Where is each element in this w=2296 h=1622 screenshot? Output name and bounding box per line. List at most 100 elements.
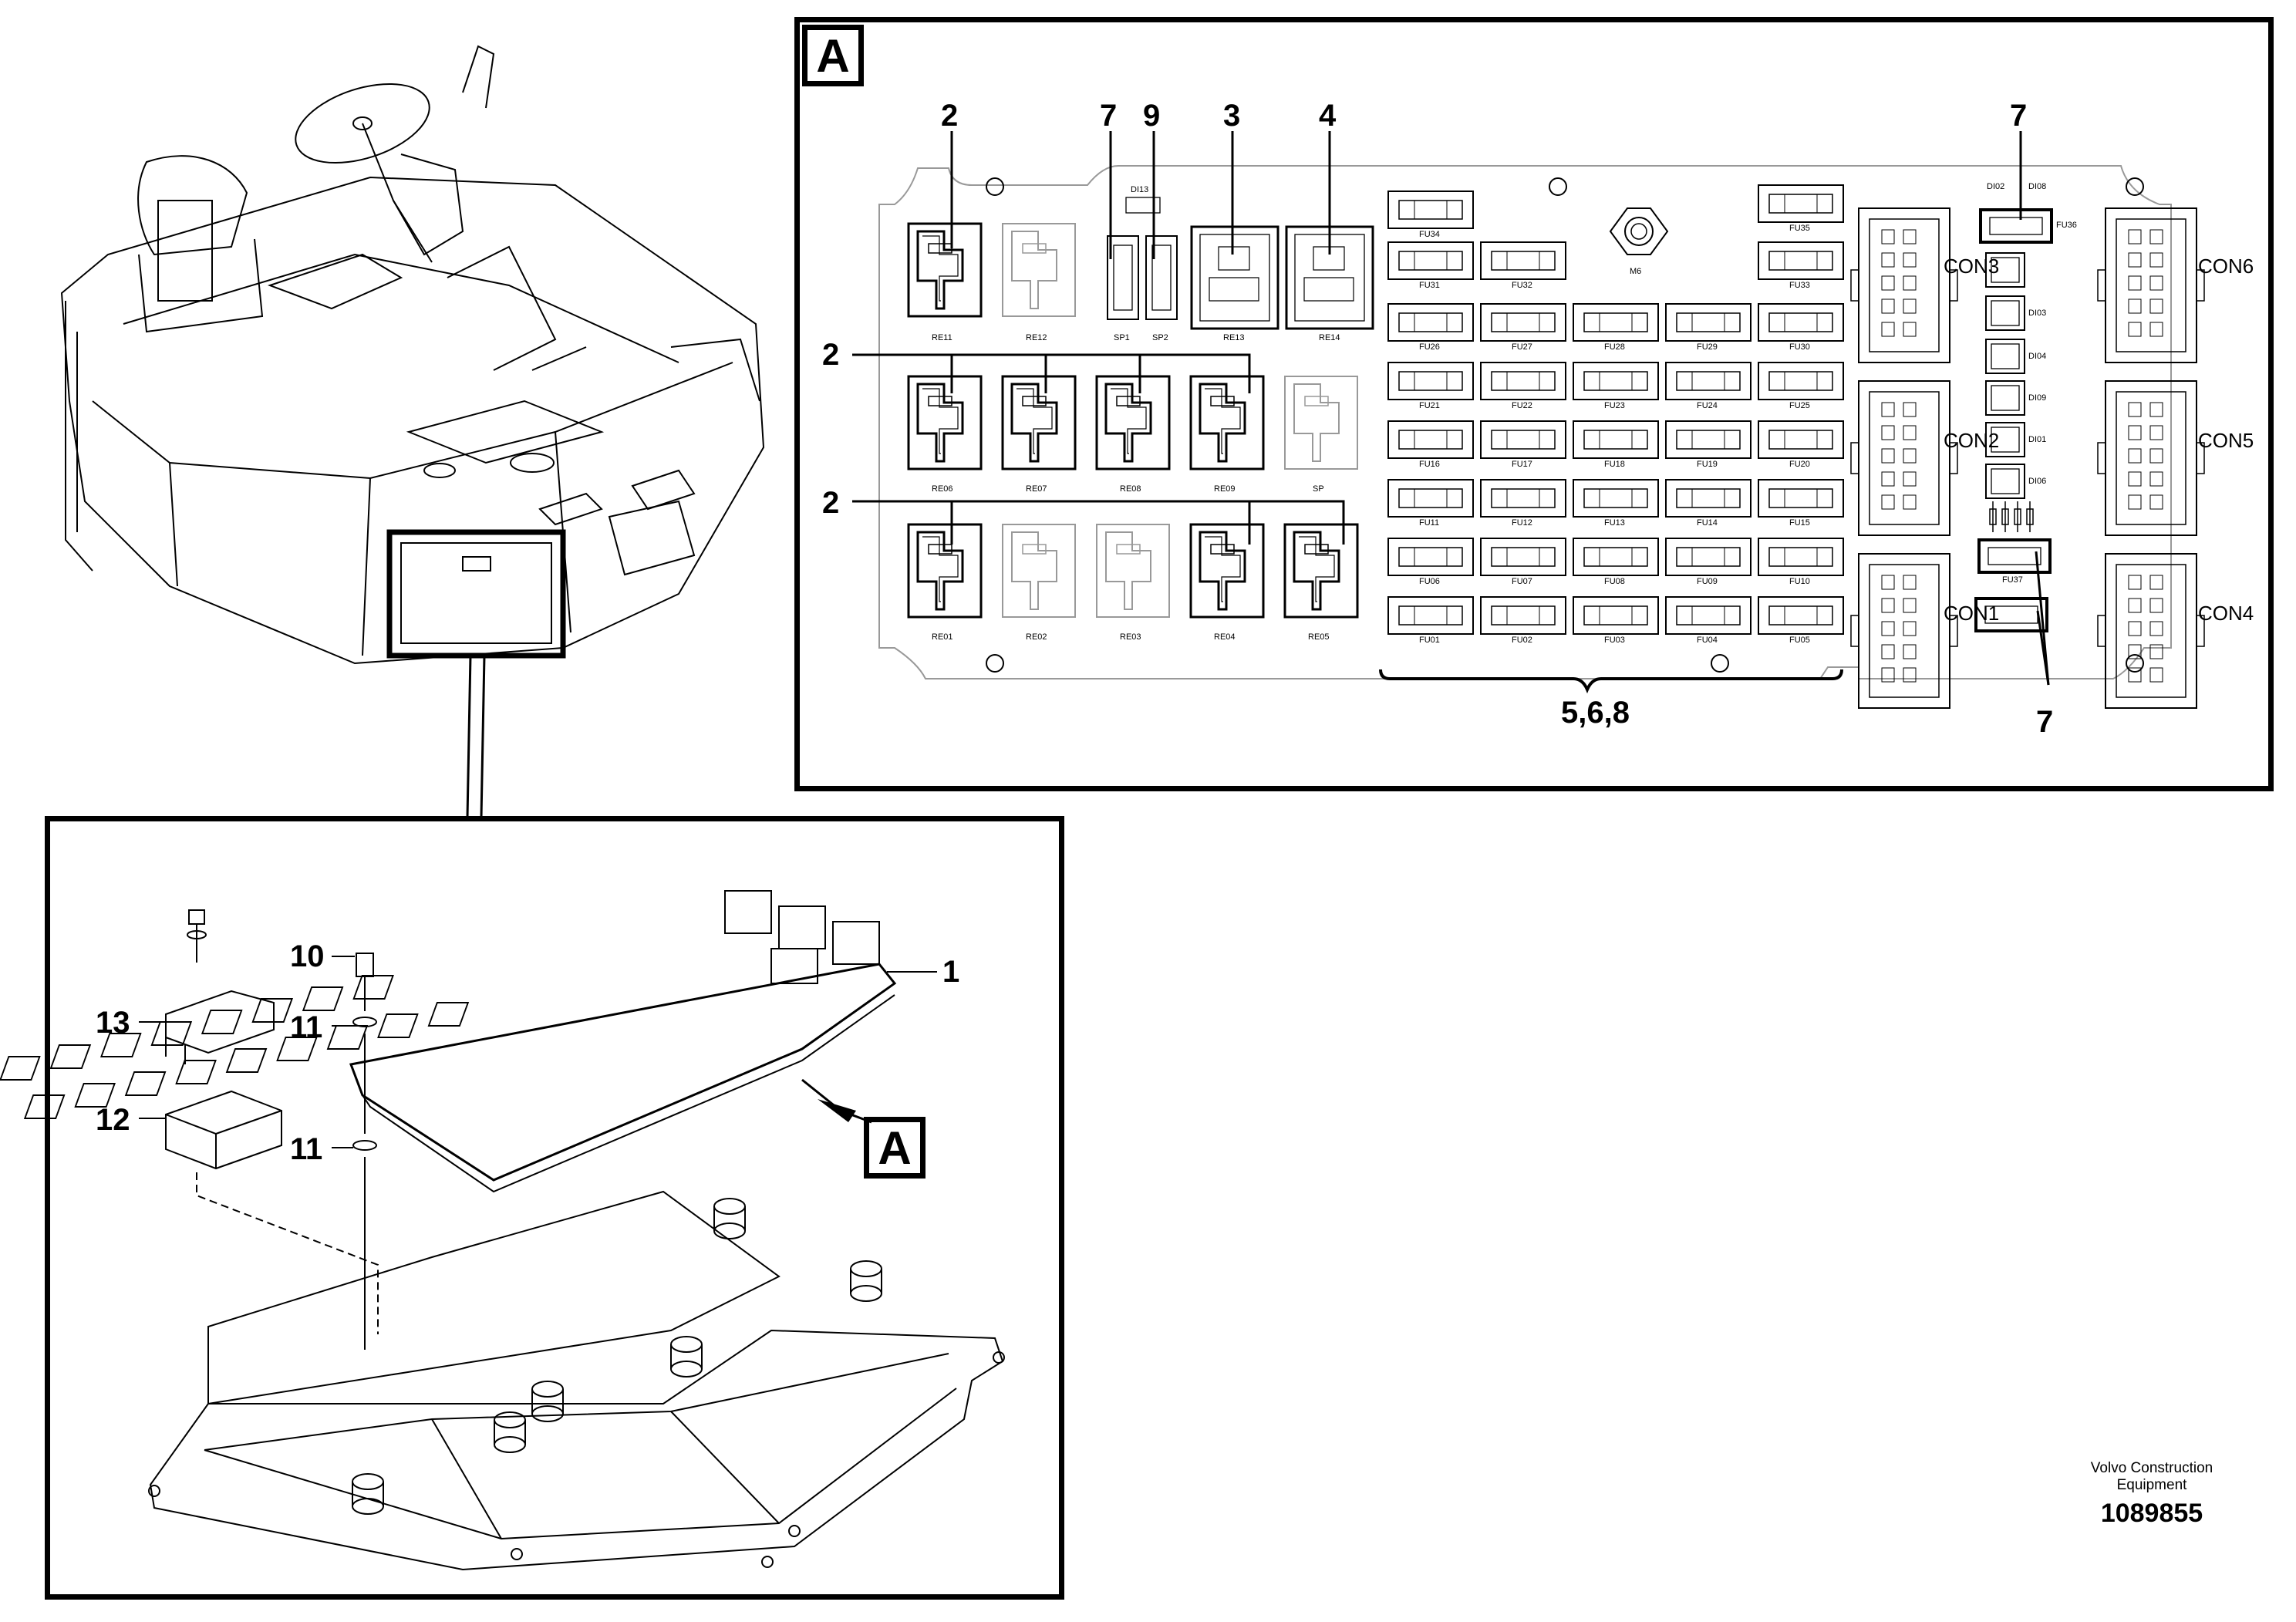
label-di09: DI09 — [2028, 393, 2047, 403]
label-fu10: FU10 — [1789, 577, 1810, 586]
leader-line — [466, 655, 472, 818]
fuse-fu32 — [1480, 241, 1566, 280]
label-fu31: FU31 — [1419, 281, 1440, 290]
fuse-fu11 — [1387, 479, 1474, 518]
fuse-fu35 — [1758, 184, 1844, 223]
callout-1: 1 — [942, 955, 960, 989]
label-con3: CON3 — [1944, 255, 2000, 278]
fuse-fu07 — [1480, 538, 1566, 576]
fuse-fu15 — [1758, 479, 1844, 518]
label-re12: RE12 — [1026, 333, 1047, 342]
exploded-view — [45, 816, 1064, 1600]
label-re09: RE09 — [1214, 484, 1236, 494]
label-fu02: FU02 — [1512, 636, 1532, 645]
fuse-fu34 — [1387, 191, 1474, 229]
figure-number: 1089855 — [2100, 1498, 2203, 1528]
label-sp1: SP1 — [1114, 333, 1130, 342]
label-re08: RE08 — [1120, 484, 1141, 494]
relay-re01 — [907, 523, 983, 619]
label-fu30: FU30 — [1789, 342, 1810, 352]
diode-di04 — [1985, 339, 2025, 374]
fuse-fu30 — [1758, 303, 1844, 342]
label-fu17: FU17 — [1512, 460, 1532, 469]
label-fu22: FU22 — [1512, 401, 1532, 410]
label-con1: CON1 — [1944, 602, 2000, 625]
label-fu12: FU12 — [1512, 518, 1532, 528]
label-re05: RE05 — [1308, 632, 1330, 642]
fuse-fu28 — [1573, 303, 1659, 342]
label-fu05: FU05 — [1789, 636, 1810, 645]
callout-9-top: 9 — [1143, 99, 1161, 133]
fuse-fu06 — [1387, 538, 1474, 576]
fuse-fu31 — [1387, 241, 1474, 280]
label-fu19: FU19 — [1697, 460, 1718, 469]
board-outline — [878, 165, 2172, 679]
fuse-fu05 — [1758, 596, 1844, 635]
fuse-fu01 — [1387, 596, 1474, 635]
connector-con2 — [1850, 380, 1958, 536]
label-re14: RE14 — [1319, 333, 1340, 342]
fuse-fu26 — [1387, 303, 1474, 342]
label-fu33: FU33 — [1789, 281, 1810, 290]
relay-sp — [1284, 376, 1358, 470]
resistors — [1989, 501, 2034, 532]
label-fu35: FU35 — [1789, 224, 1810, 233]
label-fu08: FU08 — [1604, 577, 1625, 586]
callout-7-bottom: 7 — [2036, 705, 2054, 739]
label-fu28: FU28 — [1604, 342, 1625, 352]
fuse-fu19 — [1665, 420, 1752, 459]
callout-4-top: 4 — [1319, 99, 1337, 133]
fuse-fu18 — [1573, 420, 1659, 459]
label-fu21: FU21 — [1419, 401, 1440, 410]
diode-di03 — [1985, 295, 2025, 331]
spare-fuse-sp2 — [1145, 235, 1178, 320]
label-di03: DI03 — [2028, 309, 2047, 318]
spare-fuse-sp1 — [1107, 235, 1139, 320]
fuse-fu24 — [1665, 362, 1752, 400]
fuse-fu29 — [1665, 303, 1752, 342]
label-fu27: FU27 — [1512, 342, 1532, 352]
label-fu37: FU37 — [2002, 575, 2023, 585]
fuse-fu33 — [1758, 241, 1844, 280]
detail-badge: A — [802, 25, 864, 86]
callout-10: 10 — [290, 939, 325, 973]
fuse-fu22 — [1480, 362, 1566, 400]
fuse-fu02 — [1480, 596, 1566, 635]
fuse-fu17 — [1480, 420, 1566, 459]
connector-con5 — [2097, 380, 2205, 536]
fuse-fu08 — [1573, 538, 1659, 576]
fuse-fu36 — [1979, 208, 2053, 244]
label-con5: CON5 — [2198, 429, 2254, 452]
label-di13: DI13 — [1131, 185, 1149, 194]
callout-13: 13 — [96, 1006, 130, 1040]
fuse-box-location — [386, 529, 566, 659]
label-fu16: FU16 — [1419, 460, 1440, 469]
machine-overview — [60, 45, 765, 818]
m6-stud — [1609, 207, 1669, 255]
fuse-fu27 — [1480, 303, 1566, 342]
label-fu13: FU13 — [1604, 518, 1625, 528]
label-fu03: FU03 — [1604, 636, 1625, 645]
fuse-fu21 — [1387, 362, 1474, 400]
label-fu24: FU24 — [1697, 401, 1718, 410]
callout-2-top: 2 — [941, 99, 959, 133]
relay-re06 — [907, 375, 983, 470]
fuse-fu14 — [1665, 479, 1752, 518]
relay-re07 — [1001, 375, 1077, 470]
label-fu01: FU01 — [1419, 636, 1440, 645]
exploded-assembly — [0, 890, 1005, 1571]
label-con6: CON6 — [2198, 255, 2254, 278]
callout-2-row3: 2 — [822, 486, 840, 520]
label-re13: RE13 — [1223, 333, 1245, 342]
fuse-fu12 — [1480, 479, 1566, 518]
fuse-fu10 — [1758, 538, 1844, 576]
connector-con6 — [2097, 207, 2205, 363]
label-sp: SP — [1313, 484, 1324, 494]
label-re06: RE06 — [932, 484, 953, 494]
label-sp2: SP2 — [1152, 333, 1168, 342]
label-di02: DI02 — [1987, 182, 2005, 191]
label-fu15: FU15 — [1789, 518, 1810, 528]
label-re01: RE01 — [932, 632, 953, 642]
label-fu36: FU36 — [2056, 221, 2077, 230]
label-fu34: FU34 — [1419, 230, 1440, 239]
